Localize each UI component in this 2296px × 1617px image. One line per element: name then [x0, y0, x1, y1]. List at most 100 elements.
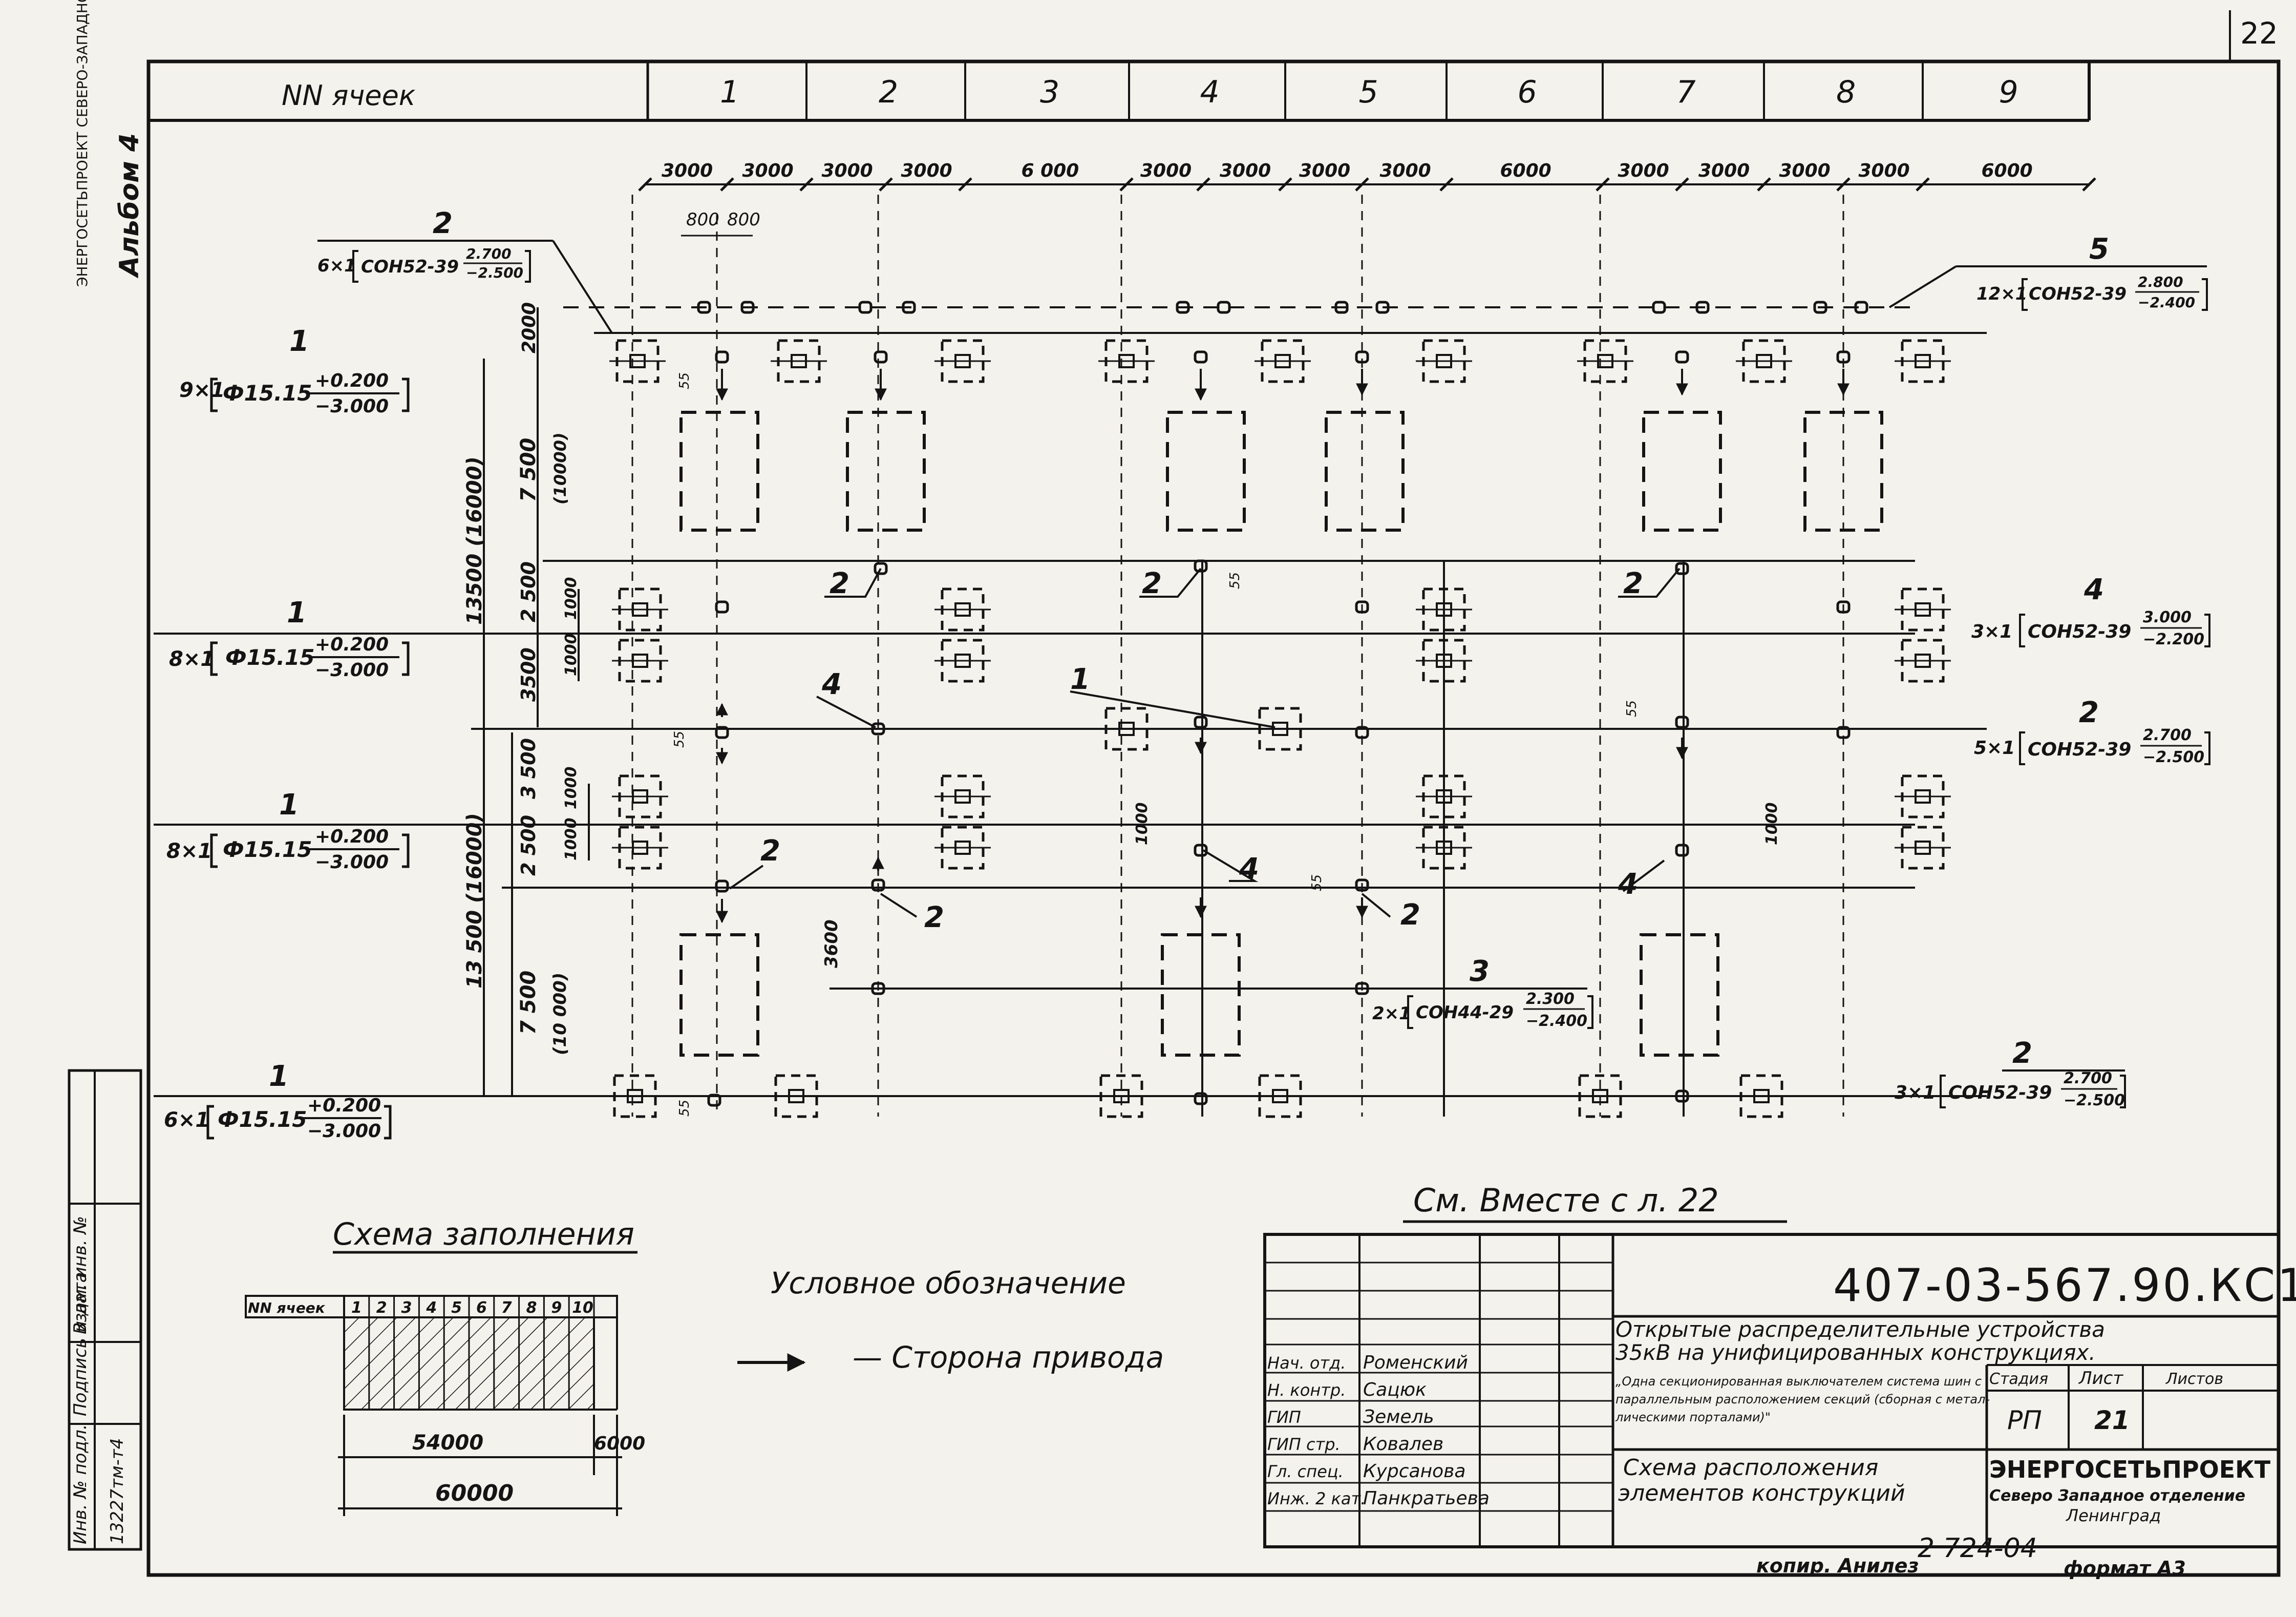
desc-line-5: лическими порталами)" [1615, 1410, 1771, 1424]
fill-cell-1: 1 [351, 1299, 362, 1317]
person-name: Земель [1363, 1406, 1434, 1427]
svg-text:+0.200: +0.200 [315, 634, 389, 655]
fill-cell-2: 2 [376, 1299, 387, 1317]
svg-text:9×1: 9×1 [179, 379, 225, 402]
svg-text:−3.000: −3.000 [315, 852, 389, 873]
foundation-symbol [1736, 339, 1792, 383]
left-strip [68, 1069, 142, 1551]
svg-text:−2.500: −2.500 [2064, 1091, 2125, 1109]
svg-text:12×1: 12×1 [1976, 284, 2027, 304]
vdim-55-1: 55 [677, 372, 692, 389]
top-dim-1: 3000 [662, 160, 713, 181]
leader-2b: 2 [1142, 567, 1162, 600]
desc-line-4: параллельным расположением секций (сборн… [1615, 1392, 1990, 1406]
vzam-label: Взам. инв. № [70, 1216, 91, 1334]
svg-text:6×1: 6×1 [317, 256, 356, 276]
legend-title: Условное обозначение [771, 1266, 1126, 1300]
support-post [715, 350, 729, 364]
svg-text:2: 2 [2012, 1037, 2032, 1070]
callout-left-4: 1 6×1 Ф15.15 +0.200 −3.000 [164, 1060, 392, 1142]
foundation-symbol [1252, 707, 1308, 751]
cell-number-5: 5 [1359, 74, 1378, 110]
svg-text:−3.000: −3.000 [315, 660, 389, 681]
support-post [1217, 301, 1231, 314]
vdim-55-4: 55 [1309, 874, 1325, 891]
foundation-symbol [934, 774, 991, 818]
foundation-symbol [1416, 587, 1472, 632]
support-post [1194, 716, 1208, 729]
person-name: Ковалев [1363, 1434, 1443, 1455]
support-post [1194, 559, 1208, 573]
fill-cell-6: 6 [476, 1299, 487, 1317]
footer-number: 2 724-04 [1918, 1533, 2037, 1564]
callout-right-1: 4 3×1 СОН52-39 3.000 −2.200 [1971, 573, 2210, 648]
org-name: ЭНЕРГОСЕТЬПРОЕКТ [1989, 1456, 2271, 1483]
foundation-symbol [1895, 339, 1951, 383]
vdim-2000: 2000 [519, 302, 540, 353]
top-dim-6: 3000 [1140, 160, 1192, 181]
support-post [1813, 301, 1827, 314]
desc-line-1: Открытые распределительные устройства [1615, 1317, 2105, 1342]
stage-value: РП [2007, 1405, 2042, 1435]
foundation-symbol [612, 826, 668, 870]
top-dim-10: 6000 [1500, 160, 1551, 181]
support-post [1695, 301, 1710, 314]
fill-dim-1: 54000 [412, 1431, 483, 1455]
org-branch: Северо Западное отделение [1989, 1487, 2245, 1505]
support-post [1675, 844, 1689, 857]
support-post [1675, 562, 1689, 575]
foundation-symbol [1895, 826, 1951, 870]
svg-text:8×1: 8×1 [166, 839, 212, 863]
sheet-label: Лист [2078, 1368, 2123, 1389]
svg-text:1: 1 [269, 1060, 289, 1093]
foundation-symbol [768, 1074, 824, 1118]
sheet-number: 21 [2094, 1405, 2130, 1435]
person-name: Сацюк [1363, 1379, 1427, 1400]
see-also: См. Вместе с л. 22 [1413, 1182, 1719, 1219]
fill-dim-total: 60000 [435, 1480, 514, 1506]
svg-text:+0.200: +0.200 [315, 826, 389, 847]
svg-text:−3.000: −3.000 [315, 396, 389, 417]
support-post [715, 600, 729, 614]
top-dim-5: 6 000 [1022, 160, 1079, 181]
vdim-3500b: 3 500 [517, 738, 540, 799]
leader-2f: 2 [1400, 898, 1420, 932]
svg-text:2.800: 2.800 [2138, 274, 2183, 290]
leader-4c: 4 [1618, 868, 1638, 901]
svg-text:1: 1 [279, 788, 299, 822]
foundation-symbol [1895, 639, 1951, 683]
svg-text:1: 1 [289, 325, 309, 358]
svg-text:+0.200: +0.200 [307, 1095, 381, 1116]
support-post [1194, 350, 1208, 364]
support-post [871, 982, 885, 995]
support-post [902, 301, 916, 314]
desc-line-2: 35кВ на унифицированных конструкциях. [1615, 1340, 2096, 1365]
title-block [1263, 1233, 2280, 1548]
svg-text:3×1: 3×1 [1971, 621, 2012, 642]
cell-number-8: 8 [1836, 74, 1856, 110]
support-post [1355, 350, 1369, 364]
svg-text:2.700: 2.700 [2143, 726, 2192, 744]
top-dim-13: 3000 [1779, 160, 1831, 181]
svg-text:2.300: 2.300 [1526, 990, 1575, 1008]
support-post [1176, 301, 1190, 314]
support-post [1836, 726, 1851, 739]
top-dim-15: 6000 [1982, 160, 2033, 181]
support-post [1675, 350, 1689, 364]
vdim-55-6: 55 [1624, 700, 1640, 717]
foundation-symbol [1098, 339, 1155, 383]
svg-text:2: 2 [2079, 696, 2099, 729]
svg-text:−2.200: −2.200 [2143, 631, 2204, 648]
callout-right-2: 2 5×1 СОН52-39 2.700 −2.500 [1974, 696, 2210, 766]
stamp-left: ЭНЕРГОСЕТЬПРОЕКТ СЕВЕРО-ЗАПАДНОЕ [74, 0, 91, 287]
svg-text:2.700: 2.700 [466, 245, 512, 262]
callout-left-1: 1 9×1 Ф15.15 +0.200 −3.000 [179, 325, 410, 417]
sheet-title-1: Схема расположения [1623, 1455, 1878, 1481]
top-dim-14: 3000 [1859, 160, 1910, 181]
cell-number-2: 2 [879, 74, 898, 110]
cell-number-3: 3 [1040, 74, 1059, 110]
leader-2c: 2 [1623, 567, 1643, 600]
callout-left-2: 1 8×1 Ф15.15 +0.200 −3.000 [169, 596, 410, 681]
support-post [1675, 1089, 1689, 1103]
